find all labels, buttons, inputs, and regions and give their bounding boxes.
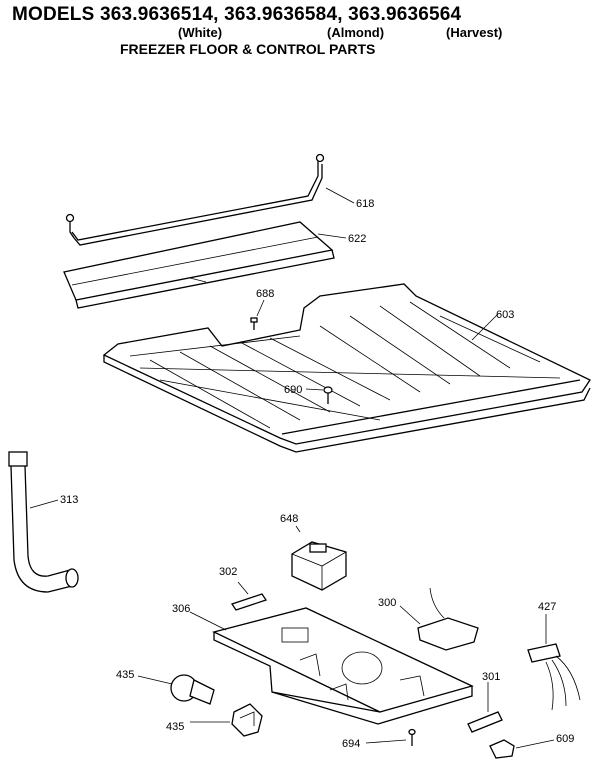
label-301: 301: [482, 671, 500, 683]
part-floor: 603: [102, 283, 591, 453]
part-fuse: 302: [219, 566, 268, 611]
part-bulb: 435: [116, 669, 215, 705]
label-618: 618: [356, 198, 374, 210]
label-690: 690: [284, 384, 302, 396]
label-300: 300: [378, 597, 396, 609]
part-screw: 690: [284, 384, 333, 404]
label-306: 306: [172, 603, 190, 615]
label-302: 302: [219, 566, 237, 578]
label-313: 313: [60, 494, 78, 506]
color-harvest: (Harvest): [446, 25, 503, 40]
part-screw-small: 688: [250, 288, 274, 330]
part-socket: 435: [166, 703, 263, 737]
part-knob: 609: [489, 733, 574, 759]
label-688: 688: [256, 288, 274, 300]
label-609: 609: [556, 733, 574, 745]
color-white: (White): [178, 25, 223, 40]
label-435-bulb: 435: [116, 669, 134, 681]
part-screw-bottom: 694: [342, 728, 416, 750]
color-almond: (Almond): [327, 25, 385, 40]
part-switch: 300: [378, 587, 479, 651]
label-435-socket: 435: [166, 721, 184, 733]
model-title: MODELS 363.9636514, 363.9636584, 363.963…: [12, 4, 462, 25]
part-tube: 618: [65, 153, 374, 246]
label-427: 427: [538, 601, 556, 613]
section-title: FREEZER FLOOR & CONTROL PARTS: [120, 41, 376, 57]
part-timer: 648: [280, 513, 347, 591]
part-trim: 622: [63, 221, 366, 309]
part-harness: 427: [527, 601, 581, 711]
part-rod: 301: [467, 671, 503, 733]
part-drain-tube: 313: [8, 451, 79, 593]
label-622: 622: [348, 233, 366, 245]
label-648: 648: [280, 513, 298, 525]
label-694: 694: [342, 738, 360, 750]
part-control-box: 306: [172, 603, 474, 725]
label-603: 603: [496, 309, 514, 321]
